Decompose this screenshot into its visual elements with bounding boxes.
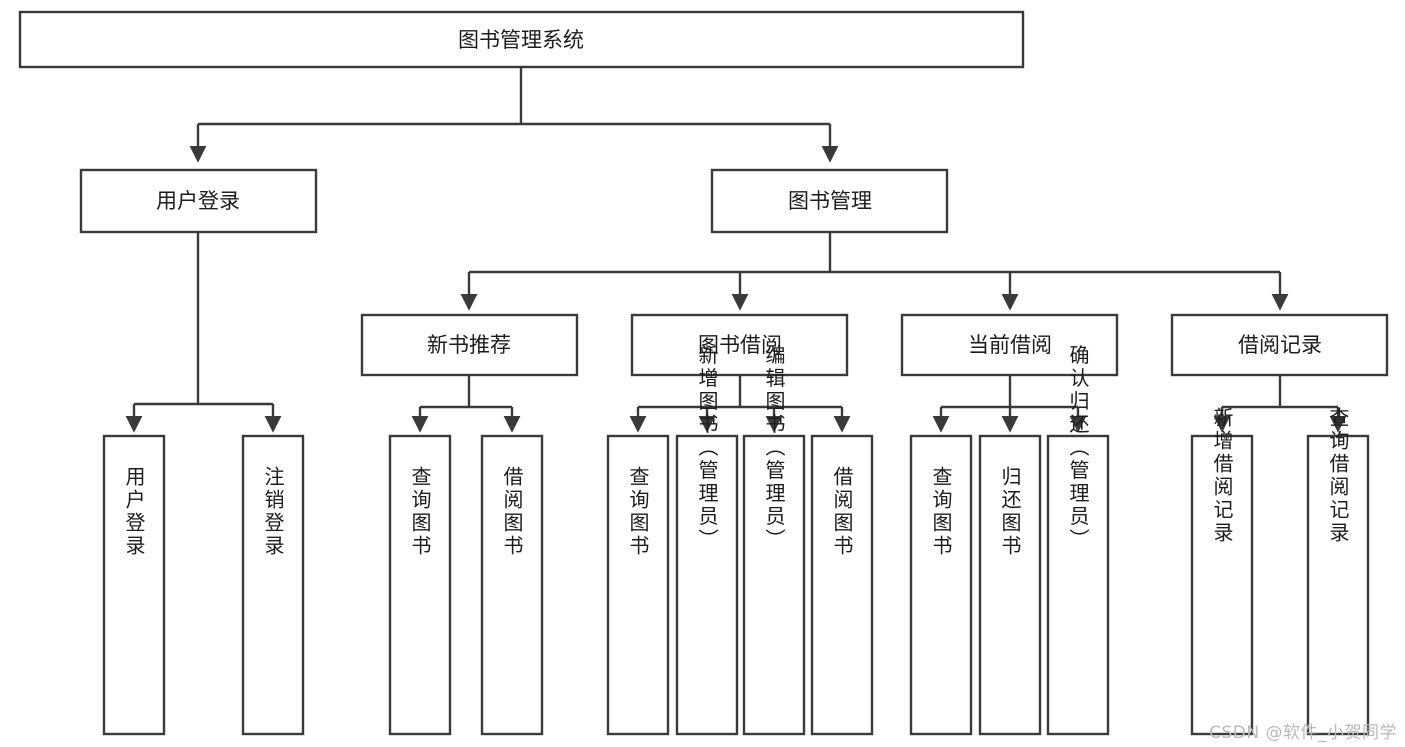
edge-group-root xyxy=(189,67,839,163)
node-leaf-add-book-admin-box[interactable] xyxy=(675,434,739,736)
node-leaf-query-book-3-box[interactable] xyxy=(909,434,973,736)
node-borrow-record-label: 借阅记录 xyxy=(1238,333,1322,357)
node-current-borrow[interactable]: 当前借阅 xyxy=(900,313,1119,377)
node-leaf-query-book-1-box[interactable] xyxy=(388,434,452,736)
node-leaf-query-book-1[interactable]: 查询图书 xyxy=(388,434,452,736)
node-root-box[interactable] xyxy=(18,10,1025,69)
node-leaf-borrow-book-1[interactable]: 借阅图书 xyxy=(480,434,544,736)
node-user-login[interactable]: 用户登录 xyxy=(79,168,318,234)
node-leaf-borrow-book-2-label: 借阅图书 xyxy=(830,466,854,558)
node-leaf-return-book-label: 归还图书 xyxy=(998,466,1022,558)
node-leaf-query-record[interactable]: 查询借阅记录 xyxy=(1306,407,1370,736)
edge-group-new-book-rec xyxy=(411,375,521,433)
node-leaf-borrow-book-2[interactable]: 借阅图书 xyxy=(810,434,874,736)
node-book-borrow-box[interactable] xyxy=(630,313,849,377)
node-leaf-borrow-book-2-box[interactable] xyxy=(810,434,874,736)
edge-group-user-login xyxy=(125,232,282,433)
node-new-book-rec-box[interactable] xyxy=(360,313,579,377)
node-leaf-query-book-3[interactable]: 查询图书 xyxy=(909,434,973,736)
node-leaf-add-book-admin[interactable]: 新增图书（管理员） xyxy=(675,344,739,736)
node-leaf-confirm-return-admin[interactable]: 确认归还（管理员） xyxy=(1046,344,1110,736)
node-leaf-confirm-return-admin-label: 确认归还（管理员） xyxy=(1066,344,1090,551)
node-book-manage-box[interactable] xyxy=(710,168,949,234)
node-leaf-edit-book-admin[interactable]: 编辑图书（管理员） xyxy=(742,344,806,736)
edge-group-current-borrow xyxy=(932,375,1087,433)
node-new-book-rec-label: 新书推荐 xyxy=(427,333,511,357)
node-leaf-query-book-2-box[interactable] xyxy=(606,434,670,736)
node-leaf-add-record[interactable]: 新增借阅记录 xyxy=(1190,407,1254,736)
edge-group-book-manage xyxy=(460,232,1289,311)
node-book-borrow[interactable]: 图书借阅 xyxy=(630,313,849,377)
node-leaf-edit-book-admin-box[interactable] xyxy=(742,434,806,736)
node-leaf-logout[interactable]: 注销登录 xyxy=(241,434,305,736)
node-leaf-user-login-box[interactable] xyxy=(102,434,166,736)
node-leaf-query-book-2[interactable]: 查询图书 xyxy=(606,434,670,736)
node-leaf-query-book-1-label: 查询图书 xyxy=(408,466,432,558)
node-leaf-query-book-2-label: 查询图书 xyxy=(626,466,650,558)
node-leaf-add-record-box[interactable] xyxy=(1190,434,1254,736)
node-leaf-edit-book-admin-label: 编辑图书（管理员） xyxy=(762,344,786,551)
node-book-manage-label: 图书管理 xyxy=(788,189,872,213)
edge-group-borrow-record xyxy=(1213,375,1347,433)
node-leaf-add-book-admin-label: 新增图书（管理员） xyxy=(695,344,719,551)
node-current-borrow-label: 当前借阅 xyxy=(968,333,1052,357)
node-leaf-add-record-label: 新增借阅记录 xyxy=(1210,407,1234,545)
node-leaf-borrow-book-1-box[interactable] xyxy=(480,434,544,736)
node-leaf-query-book-3-label: 查询图书 xyxy=(929,466,953,558)
edge-group-book-borrow xyxy=(629,375,851,433)
node-leaf-confirm-return-admin-box[interactable] xyxy=(1046,434,1110,736)
node-leaf-borrow-book-1-label: 借阅图书 xyxy=(500,466,524,558)
node-root[interactable]: 图书管理系统 xyxy=(18,10,1025,69)
node-leaf-user-login[interactable]: 用户登录 xyxy=(102,434,166,736)
node-leaf-logout-box[interactable] xyxy=(241,434,305,736)
node-borrow-record-box[interactable] xyxy=(1170,313,1389,377)
node-leaf-logout-label: 注销登录 xyxy=(261,466,285,558)
node-new-book-rec[interactable]: 新书推荐 xyxy=(360,313,579,377)
node-book-manage[interactable]: 图书管理 xyxy=(710,168,949,234)
node-user-login-box[interactable] xyxy=(79,168,318,234)
csdn-watermark: CSDN @软件_小贺同学 xyxy=(1209,723,1397,743)
node-leaf-query-record-box[interactable] xyxy=(1306,434,1370,736)
node-leaf-user-login-label: 用户登录 xyxy=(122,466,146,558)
node-root-label: 图书管理系统 xyxy=(458,28,584,52)
node-current-borrow-box[interactable] xyxy=(900,313,1119,377)
node-borrow-record[interactable]: 借阅记录 xyxy=(1170,313,1389,377)
node-book-borrow-label: 图书借阅 xyxy=(698,333,782,357)
node-leaf-return-book-box[interactable] xyxy=(978,434,1042,736)
node-leaf-query-record-label: 查询借阅记录 xyxy=(1326,407,1350,545)
node-user-login-label: 用户登录 xyxy=(156,189,240,213)
node-leaf-return-book[interactable]: 归还图书 xyxy=(978,434,1042,736)
